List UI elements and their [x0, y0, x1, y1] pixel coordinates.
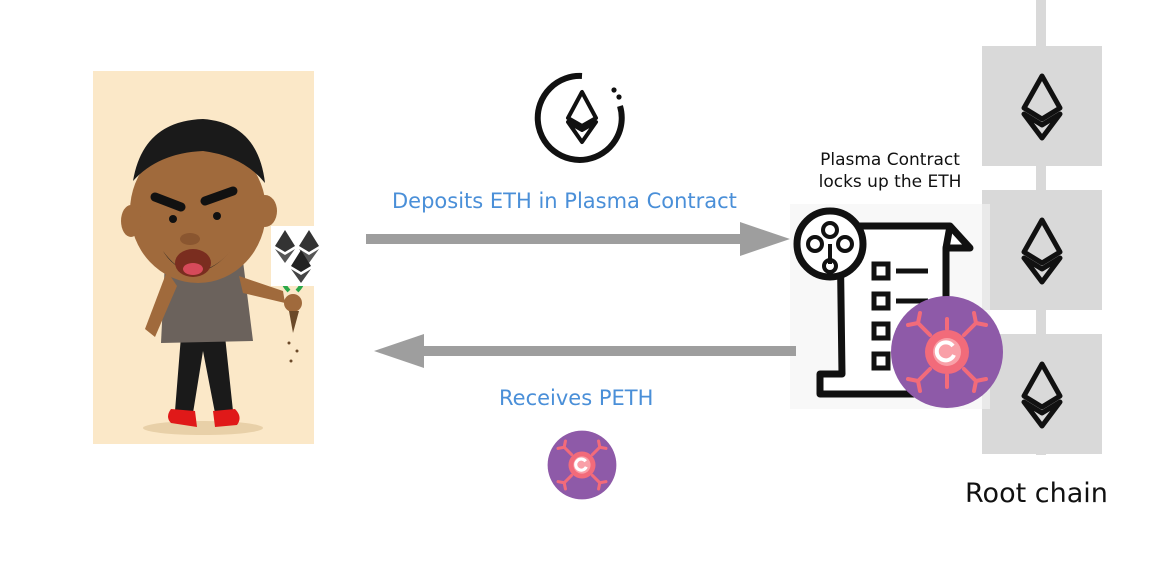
- eth-icon: [1021, 361, 1063, 429]
- contract-label-line1: Plasma Contract: [820, 150, 960, 170]
- contract-label-line2: locks up the ETH: [818, 172, 962, 192]
- eth-icon: [1021, 73, 1063, 141]
- contract-label: Plasma Contract locks up the ETH: [805, 149, 975, 193]
- user-card: [93, 71, 325, 444]
- eth-logo-icon: [534, 72, 625, 163]
- receive-label: Receives PETH: [499, 386, 654, 410]
- root-chain-block-1: [982, 46, 1102, 166]
- deposit-label: Deposits ETH in Plasma Contract: [392, 189, 737, 213]
- eth-coins-icon: [271, 226, 325, 286]
- peth-token-icon: [891, 296, 1003, 408]
- root-chain-label: Root chain: [965, 478, 1108, 509]
- eth-icon: [1021, 217, 1063, 285]
- receive-arrow: [374, 334, 796, 368]
- user-illustration: [121, 119, 306, 435]
- deposit-arrow: [366, 222, 790, 256]
- root-chain-block-2: [982, 190, 1102, 310]
- peth-token-small-icon: [547, 430, 617, 500]
